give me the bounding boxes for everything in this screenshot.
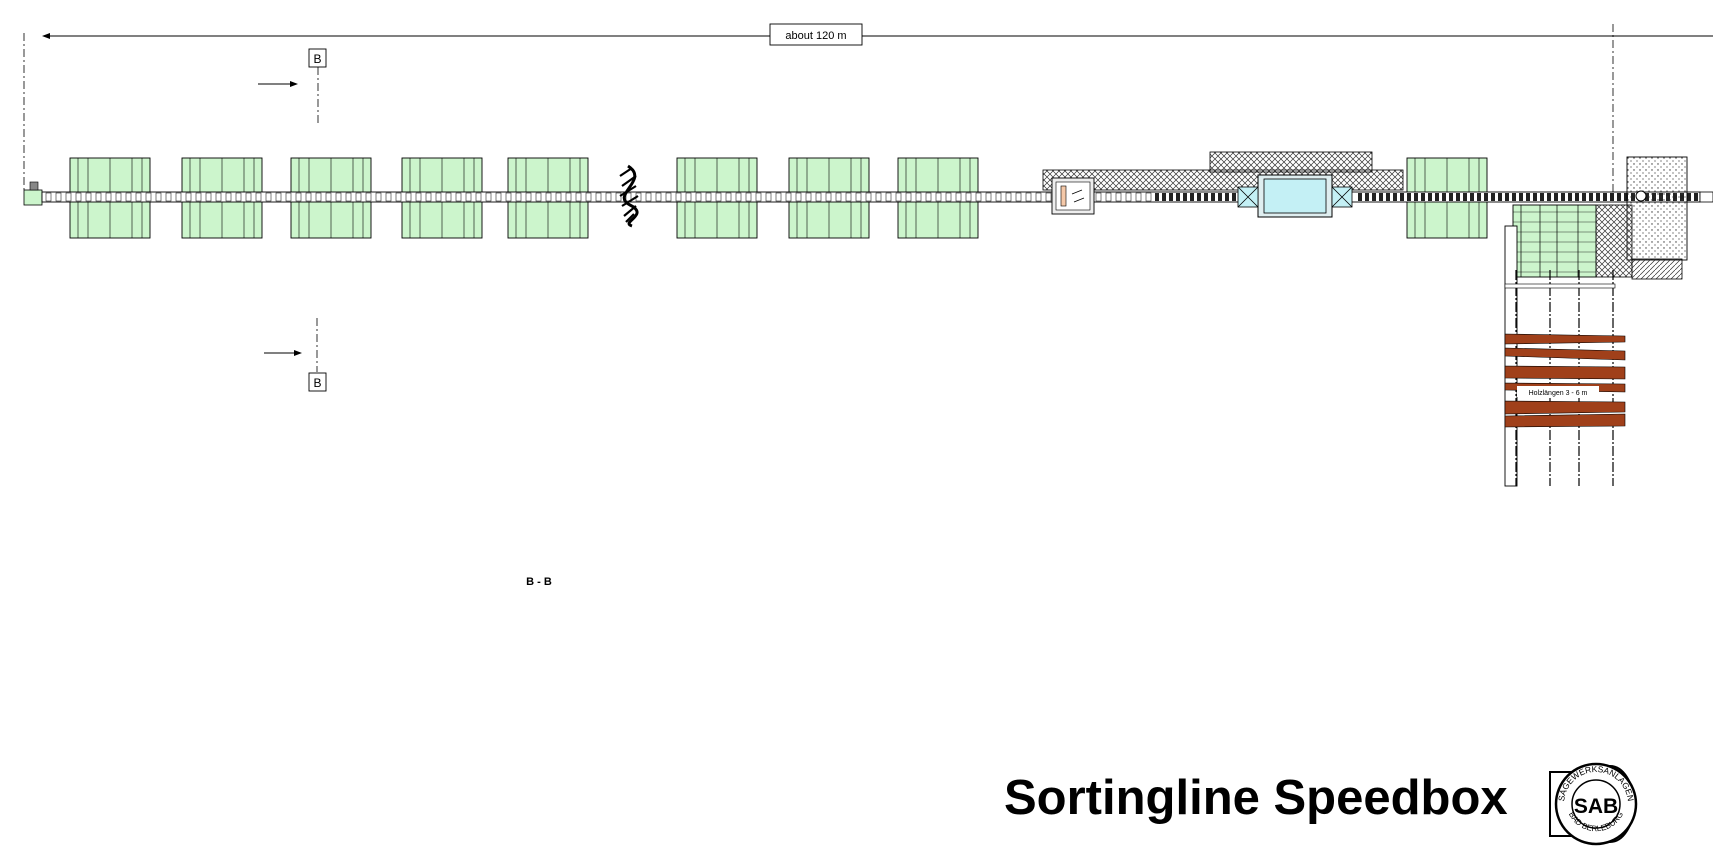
timber-board [1504,333,1626,345]
infeed-sensor-icon [29,181,39,191]
section-marker-top: B [258,48,327,125]
dimension-label: about 120 m [785,30,846,42]
cross-transfer [1512,204,1597,278]
section-marker-bottom-label: B [313,376,321,390]
operator-desk-icon [1060,185,1067,207]
arrow-right-icon [290,81,298,87]
page-title: Sortingline Speedbox [1004,771,1508,825]
timber-board [1504,413,1626,428]
infeed-station [23,189,43,206]
timber-board [1504,365,1626,380]
arrow-right-icon [294,350,302,356]
board-turner [619,164,639,228]
section-marker-bottom: B [264,318,327,392]
sab-logo: SÄGEWERKSANLAGEN BAD BERLEBURG SAB [1549,762,1638,846]
dimension-arrow-icon [42,33,50,39]
dotted-platform [1626,156,1688,261]
section-view-label: B - B [526,576,552,588]
dimension-line: about 120 m [23,23,1713,200]
timber-board [1504,347,1626,361]
roller-end-icon [1635,190,1647,202]
dimension-label-box [769,23,863,46]
timber-stack [1504,333,1626,428]
outfeed-area: Holzlängen 3 - 6 m [1504,156,1713,487]
section-marker-top-label: B [313,52,321,66]
logo-initials: SAB [1574,795,1618,818]
timber-length-note: Holzlängen 3 - 6 m [1529,390,1588,397]
scanner-frame [1263,178,1327,214]
timber-board [1504,400,1626,415]
grading-station [1042,151,1404,218]
